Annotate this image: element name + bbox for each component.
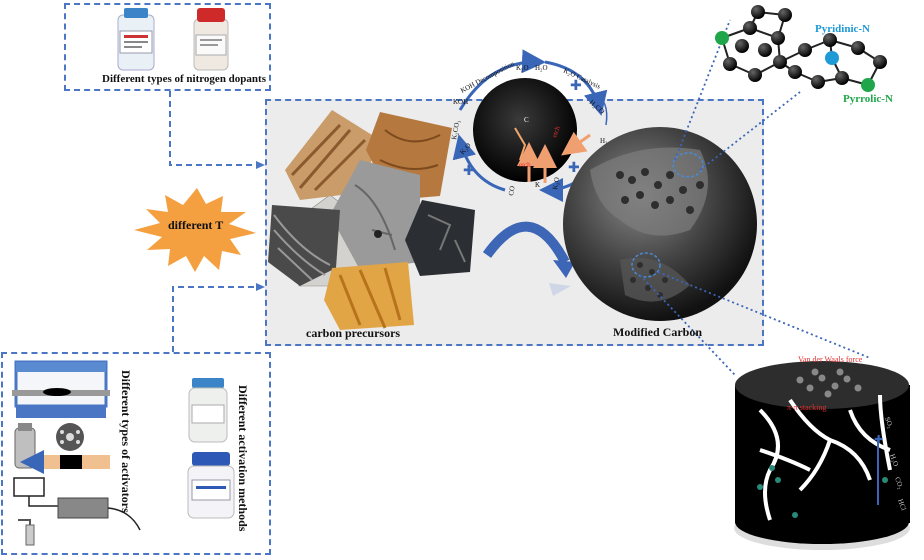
hcl-label: HCl [896, 498, 908, 512]
reagent-bottles-icon [117, 8, 229, 71]
koh-reaction-sphere: ✚ ✚ ✚ [452, 49, 608, 202]
tube-furnace-icon [12, 360, 110, 418]
etch-label-1: etch [519, 161, 531, 169]
h2o-gas-label: H₂O [888, 453, 900, 468]
starburst-icon [134, 188, 256, 272]
nitrogen-dopants-box: Different types of nitrogen dopants [64, 3, 271, 91]
van-der-waals-label: Van der Waals force [798, 355, 863, 364]
co-label: CO [507, 185, 517, 196]
activators-label: Different types of activators [119, 370, 133, 513]
activators-box [1, 352, 271, 555]
koh-label: KOH [453, 98, 468, 106]
pi-pi-label: π-π stacking [787, 403, 826, 412]
k-label: K [535, 181, 540, 189]
temperature-label: different T [168, 218, 224, 232]
cylinder-icon: ✚ [734, 361, 910, 550]
so2-label: SO₂ [883, 416, 895, 430]
k2o-label: K₂O [516, 64, 529, 72]
svg-text:✚: ✚ [570, 79, 582, 94]
k2co3-label: K₂CO₃ [450, 119, 461, 140]
pyrrolic-label: Pyrrolic-N [843, 93, 893, 105]
dopant-connector [169, 91, 258, 352]
svg-text:✚: ✚ [568, 161, 580, 176]
h2-label: H₂ [600, 137, 608, 145]
modified-carbon-label: Modified Carbon [613, 325, 703, 339]
activation-bottles-icon [187, 378, 235, 519]
center-c-label: C [524, 116, 529, 124]
k2o-c-label: K₂O [551, 177, 561, 191]
nitrogen-dopants-label: Different types of nitrogen dopants [102, 73, 266, 85]
cylinder-gas-labels: SO₂ H₂O CO₂ HCl [883, 416, 908, 512]
h2o-label: H₂O [535, 64, 548, 72]
activation-methods-label: Different activation methods [236, 385, 250, 532]
k2o-catalysis-label: K₂O Catalysis [562, 67, 602, 91]
etch-label-2: etch [550, 125, 562, 139]
svg-text:✚: ✚ [874, 434, 883, 446]
svg-text:✚: ✚ [463, 164, 475, 179]
carbon-precursors-collage [268, 110, 475, 330]
modified-carbon-sphere [563, 127, 757, 321]
molecule-icon [715, 5, 887, 92]
conversion-arrow [482, 221, 575, 296]
carbon-precursors-label: carbon precursors [306, 326, 401, 340]
microwave-icon [13, 450, 141, 546]
pyridinic-label: Pyridinic-N [815, 23, 870, 35]
co2-label: CO₂ [893, 476, 905, 491]
